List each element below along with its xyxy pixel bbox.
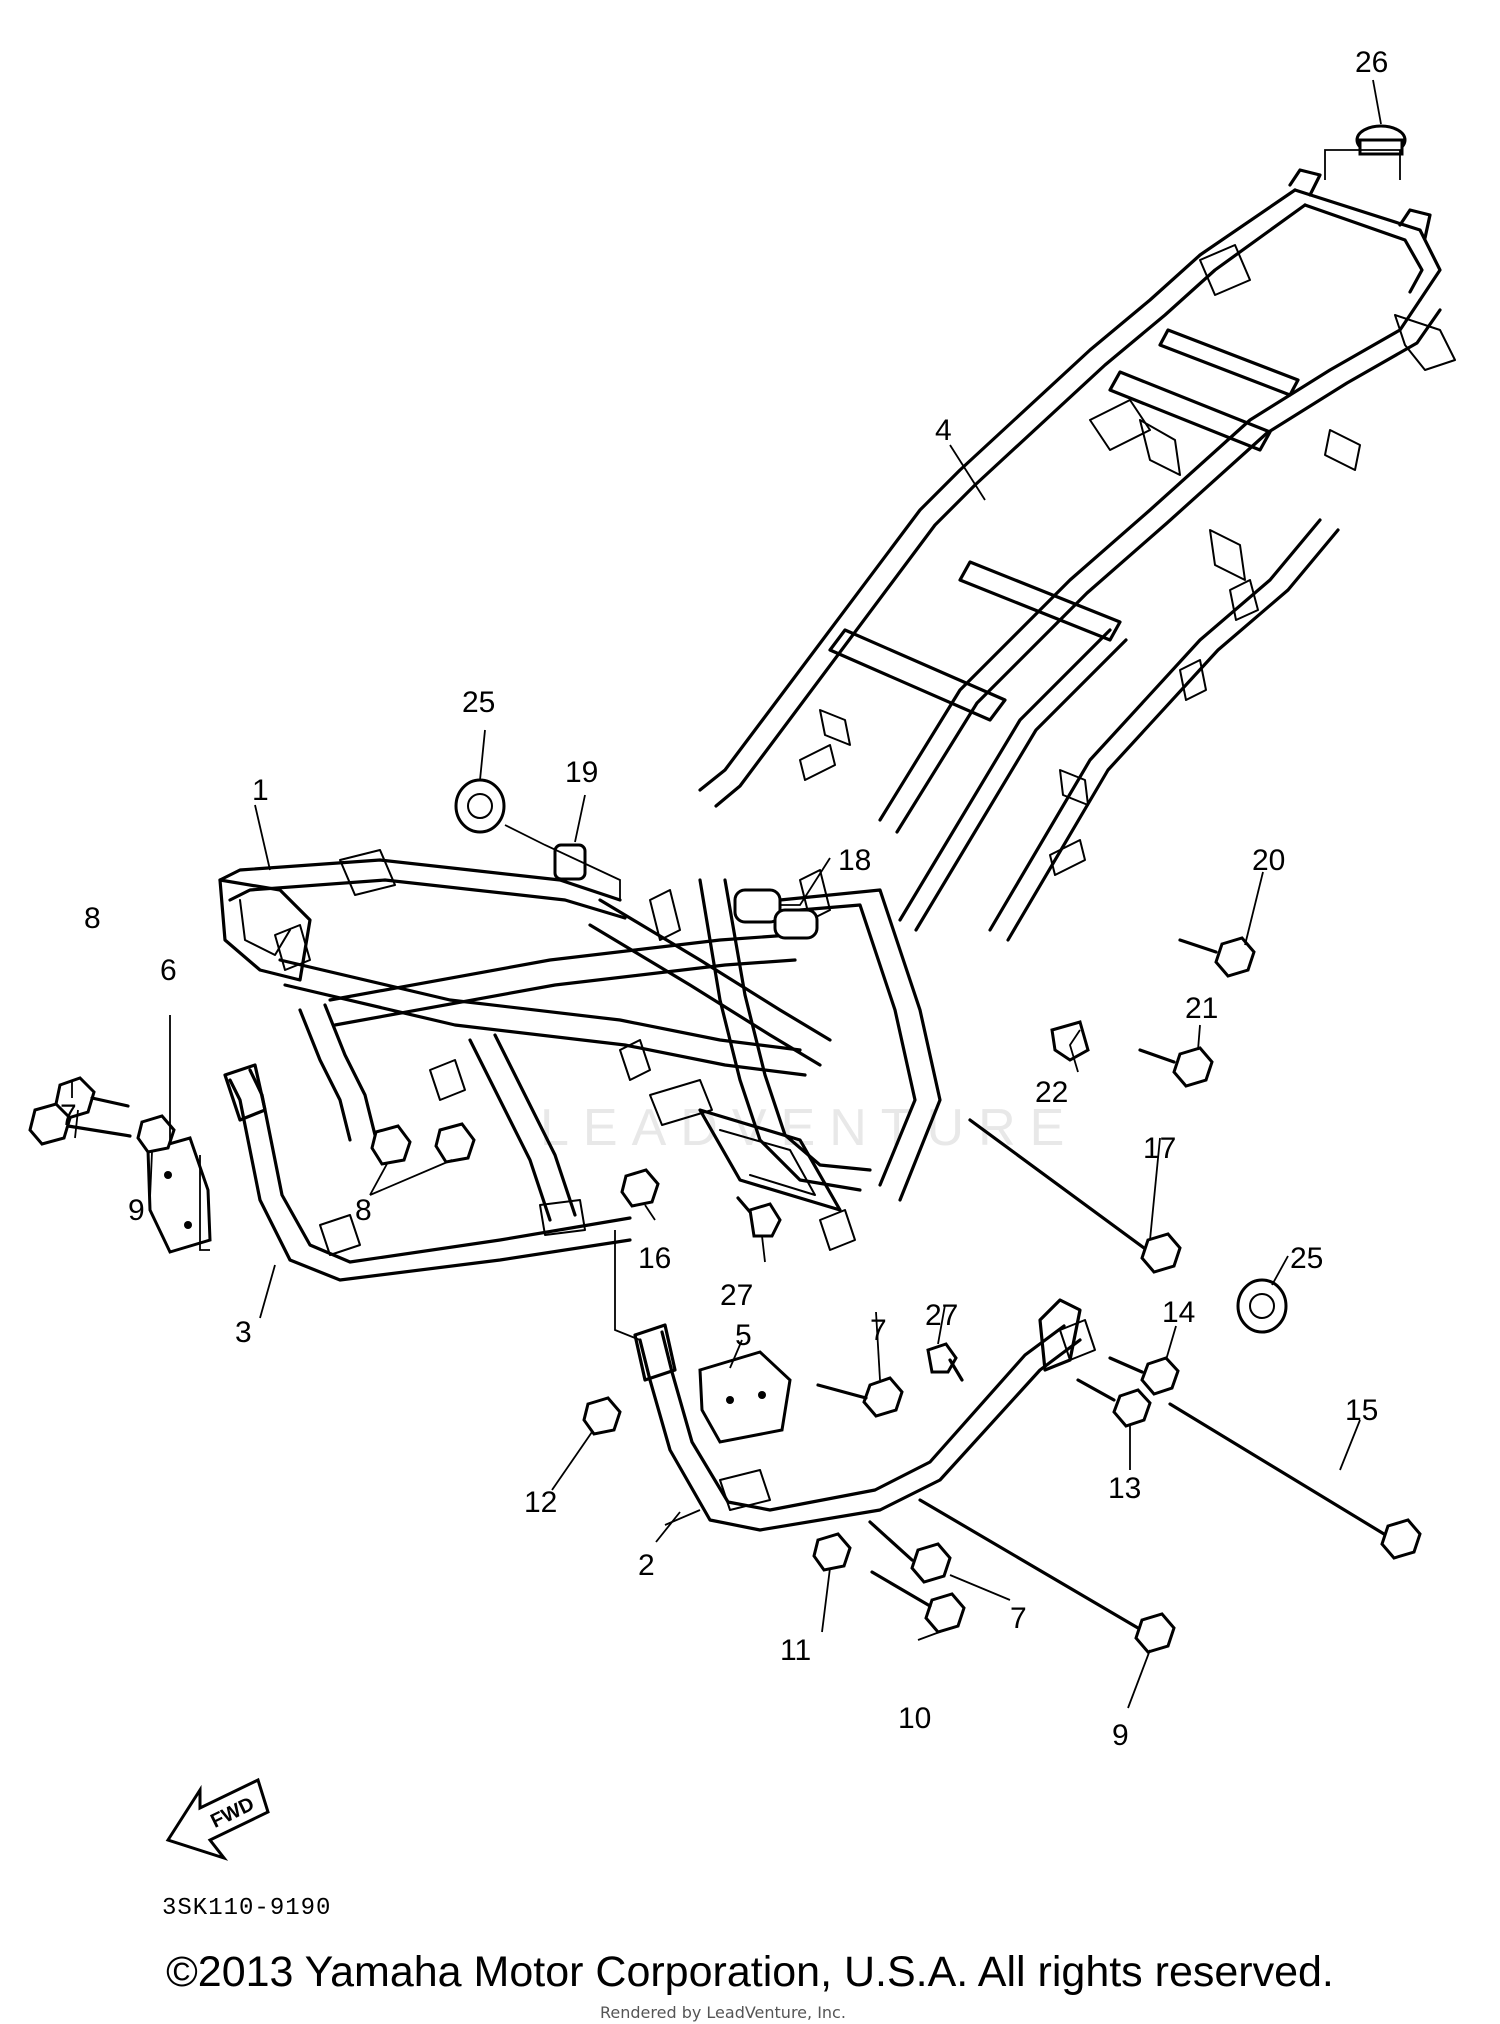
diagram-code: 3SK110-9190	[162, 1895, 331, 1922]
part-7-bolt-left[interactable]	[28, 1102, 132, 1146]
part-5-bracket[interactable]	[698, 1350, 792, 1444]
callout-27-lower[interactable]: 27	[720, 1279, 753, 1312]
callout-16[interactable]: 14	[1162, 1296, 1195, 1329]
callout-22[interactable]: 20	[1252, 844, 1285, 877]
callout-8-right[interactable]: 7	[870, 1314, 887, 1347]
part-9-collar-b[interactable]	[434, 1122, 476, 1164]
callout-17[interactable]: 15	[1345, 1394, 1378, 1427]
callout-7-left[interactable]: 7	[60, 1099, 77, 1132]
callout-4[interactable]: 4	[935, 414, 952, 447]
callout-2[interactable]: 2	[638, 1549, 655, 1582]
callout-3[interactable]: 3	[235, 1316, 252, 1349]
callout-12[interactable]: 10	[898, 1702, 931, 1735]
callout-6[interactable]: 6	[160, 954, 177, 987]
callout-5[interactable]: 5	[735, 1319, 752, 1352]
callout-25-lower[interactable]: 25	[1290, 1242, 1323, 1275]
callout-24[interactable]: 22	[1035, 1076, 1068, 1109]
part-7-bolt-right[interactable]	[868, 1520, 952, 1584]
part-26-grommet[interactable]	[1355, 124, 1407, 156]
callout-11[interactable]: 9	[128, 1194, 145, 1227]
callout-21[interactable]: 19	[565, 756, 598, 789]
part-20-collars[interactable]	[733, 888, 819, 940]
rear-subframe-part-4[interactable]	[698, 168, 1456, 942]
callout-8-left[interactable]: 8	[84, 902, 101, 935]
part-25-damper-upper[interactable]	[454, 778, 506, 834]
rendered-by-text: Rendered by LeadVenture, Inc.	[600, 2003, 846, 2022]
part-16-bolt[interactable]	[1108, 1356, 1180, 1396]
part-14-nut[interactable]	[582, 1396, 622, 1436]
callout-27-upper[interactable]: 27	[925, 1299, 958, 1332]
callout-26[interactable]: 26	[1355, 46, 1388, 79]
callout-18[interactable]: 16	[638, 1242, 671, 1275]
right-down-tube-part-2[interactable]	[633, 1298, 1096, 1532]
main-frame-part-1[interactable]	[218, 849, 942, 1251]
callout-labels: 26 4 25 19 1 18 20 8 6 21 22 7 17 9 8 16…	[60, 46, 1388, 1752]
callout-19[interactable]: 17	[1143, 1132, 1176, 1165]
part-18-nut[interactable]	[620, 1168, 660, 1208]
fwd-arrow-icon: FWD	[165, 1777, 270, 1861]
copyright-notice: ©2013 Yamaha Motor Corporation, U.S.A. A…	[166, 1948, 1334, 1996]
callout-15[interactable]: 13	[1108, 1472, 1141, 1505]
part-24-clip[interactable]	[1050, 1020, 1090, 1062]
part-10-bolt[interactable]	[918, 1498, 1176, 1654]
part-25-damper-lower[interactable]	[1236, 1278, 1288, 1334]
part-11-nut[interactable]	[136, 1114, 176, 1154]
callout-7-right[interactable]: 7	[1010, 1602, 1027, 1635]
callout-20[interactable]: 18	[838, 844, 871, 877]
callout-25-upper[interactable]: 25	[462, 686, 495, 719]
part-9-collar-a[interactable]	[370, 1124, 412, 1166]
leader-lines	[71, 79, 1401, 1709]
part-27-bolt-lower[interactable]	[736, 1196, 782, 1238]
callout-23[interactable]: 21	[1185, 992, 1218, 1025]
left-down-tube-part-3[interactable]	[223, 1063, 632, 1282]
callout-9[interactable]: 8	[355, 1194, 372, 1227]
callout-14[interactable]: 12	[524, 1486, 557, 1519]
part-22-bolt[interactable]	[1178, 936, 1256, 978]
part-12-bolt[interactable]	[870, 1570, 966, 1634]
part-13-nut[interactable]	[812, 1532, 852, 1572]
part-8-bolt-right[interactable]	[816, 1376, 904, 1418]
part-27-bolt-upper[interactable]	[926, 1342, 964, 1382]
part-17-bolt[interactable]	[1168, 1402, 1422, 1560]
callout-13[interactable]: 11	[780, 1634, 811, 1667]
callout-10[interactable]: 9	[1112, 1719, 1129, 1752]
part-19-bolt[interactable]	[968, 1118, 1182, 1274]
part-15-bolt[interactable]	[1076, 1378, 1152, 1428]
part-23-bolt[interactable]	[1138, 1046, 1214, 1088]
part-6-bracket[interactable]	[146, 1136, 212, 1254]
watermark-text: LEADVENTURE	[540, 1099, 1078, 1157]
callout-1[interactable]: 1	[252, 774, 269, 807]
